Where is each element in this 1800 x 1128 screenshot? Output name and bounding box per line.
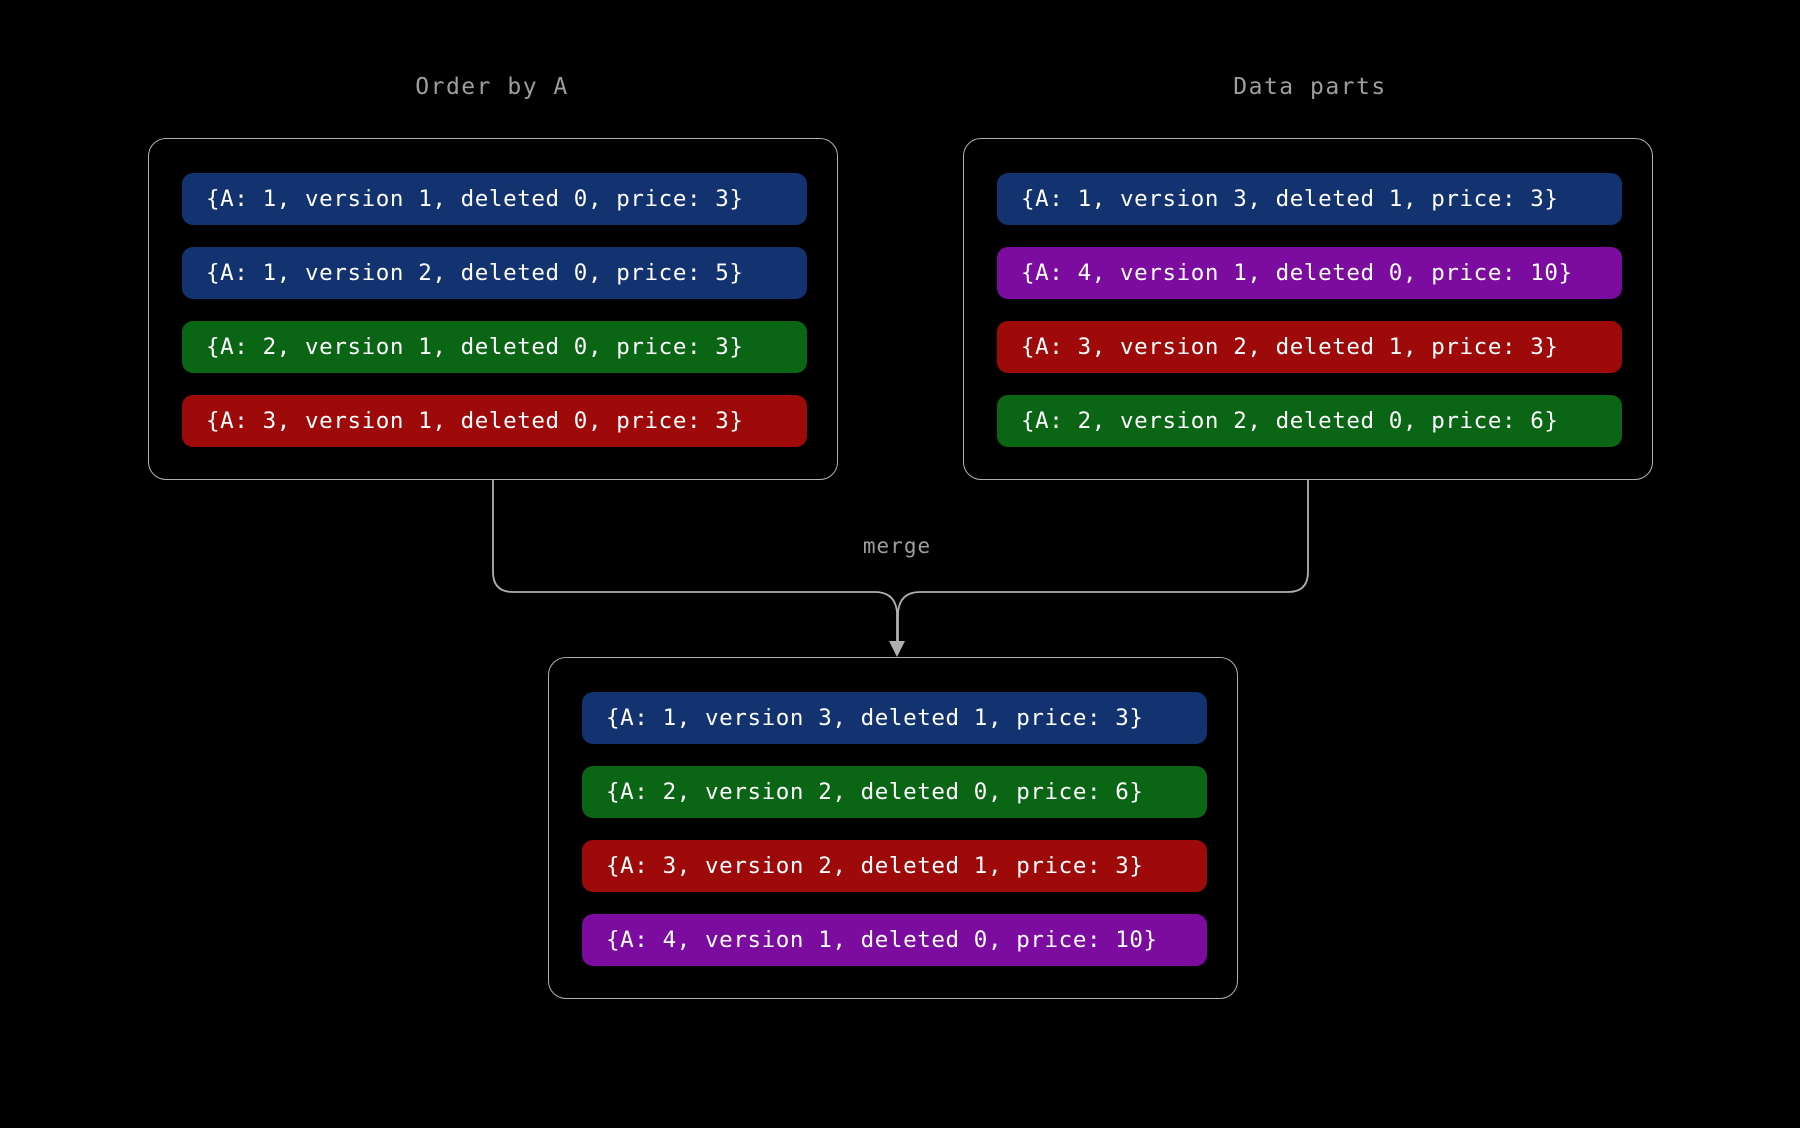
connector-path-right	[897, 480, 1309, 650]
row-pill-label: {A: 1, version 3, deleted 1, price: 3}	[606, 705, 1144, 731]
row-pill[interactable]: {A: 4, version 1, deleted 0, price: 10}	[582, 914, 1207, 966]
connector-path-left	[492, 480, 898, 650]
row-pill-label: {A: 4, version 1, deleted 0, price: 10}	[606, 927, 1158, 953]
row-pill[interactable]: {A: 1, version 1, deleted 0, price: 3}	[182, 173, 807, 225]
row-pill[interactable]: {A: 3, version 1, deleted 0, price: 3}	[182, 395, 807, 447]
row-pill[interactable]: {A: 1, version 3, deleted 1, price: 3}	[997, 173, 1622, 225]
row-pill[interactable]: {A: 3, version 2, deleted 1, price: 3}	[582, 840, 1207, 892]
merge-arrowhead	[889, 641, 905, 657]
row-pill-label: {A: 2, version 1, deleted 0, price: 3}	[206, 334, 744, 360]
group-title-data-parts: Data parts	[1233, 74, 1387, 100]
row-pill-label: {A: 2, version 2, deleted 0, price: 6}	[606, 779, 1144, 805]
row-pill-label: {A: 4, version 1, deleted 0, price: 10}	[1021, 260, 1573, 286]
row-pill-label: {A: 1, version 1, deleted 0, price: 3}	[206, 186, 744, 212]
row-pill[interactable]: {A: 2, version 2, deleted 0, price: 6}	[997, 395, 1622, 447]
row-pill[interactable]: {A: 2, version 2, deleted 0, price: 6}	[582, 766, 1207, 818]
row-pill[interactable]: {A: 2, version 1, deleted 0, price: 3}	[182, 321, 807, 373]
merge-label: merge	[862, 534, 932, 558]
row-pill[interactable]: {A: 3, version 2, deleted 1, price: 3}	[997, 321, 1622, 373]
row-pill-label: {A: 1, version 3, deleted 1, price: 3}	[1021, 186, 1559, 212]
row-pill-label: {A: 2, version 2, deleted 0, price: 6}	[1021, 408, 1559, 434]
row-pill-label: {A: 1, version 2, deleted 0, price: 5}	[206, 260, 744, 286]
row-pill-label: {A: 3, version 2, deleted 1, price: 3}	[1021, 334, 1559, 360]
row-pill[interactable]: {A: 1, version 3, deleted 1, price: 3}	[582, 692, 1207, 744]
row-pill-label: {A: 3, version 1, deleted 0, price: 3}	[206, 408, 744, 434]
row-pill[interactable]: {A: 1, version 2, deleted 0, price: 5}	[182, 247, 807, 299]
group-title-order-by-a: Order by A	[415, 74, 569, 100]
row-pill[interactable]: {A: 4, version 1, deleted 0, price: 10}	[997, 247, 1622, 299]
row-pill-label: {A: 3, version 2, deleted 1, price: 3}	[606, 853, 1144, 879]
